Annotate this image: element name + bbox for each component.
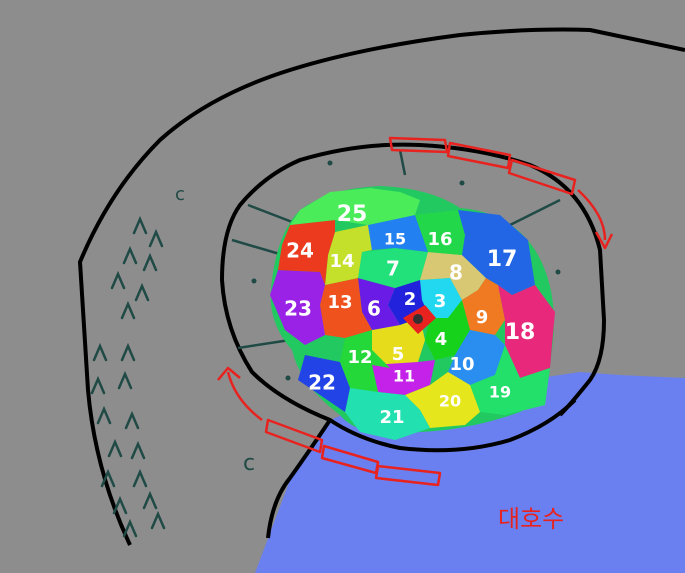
rotation-arrows — [217, 136, 614, 487]
marking-4 — [142, 252, 158, 272]
marking-17 — [132, 468, 148, 488]
cell-14 — [325, 225, 372, 285]
cell-23 — [270, 270, 325, 345]
cell-22 — [298, 355, 350, 412]
outer-ring-markings — [90, 215, 166, 538]
cell-label-20: 20 — [439, 392, 461, 411]
marking-19 — [142, 490, 158, 510]
cell-label-12: 12 — [347, 347, 372, 368]
cell-label-23: 23 — [284, 297, 312, 321]
inner-wall — [328, 398, 577, 453]
marking-18 — [112, 495, 128, 515]
ring-spokes — [231, 149, 561, 350]
cell-12 — [340, 330, 390, 392]
cell-label-7: 7 — [386, 257, 400, 281]
cell-label-14: 14 — [329, 251, 354, 272]
cell-label-9: 9 — [476, 307, 489, 328]
marking-9 — [120, 342, 136, 362]
cell-4 — [425, 300, 470, 360]
marking-21 — [150, 510, 166, 530]
marking-1 — [132, 215, 148, 235]
cell-label-24: 24 — [286, 239, 314, 263]
cell-label-4: 4 — [435, 329, 448, 350]
marking-3 — [122, 245, 138, 265]
center-marker — [403, 305, 436, 334]
cell-label-19: 19 — [489, 383, 511, 402]
cell-17 — [458, 210, 535, 295]
cell-24 — [278, 220, 335, 285]
cell-label-10: 10 — [449, 354, 474, 375]
left-mark-lower: c — [243, 451, 255, 476]
outer-wall — [78, 27, 685, 546]
cell-label-13: 13 — [327, 292, 352, 313]
cell-6 — [358, 278, 400, 330]
cell-10 — [448, 330, 505, 385]
cell-3 — [420, 278, 462, 318]
cell-18 — [498, 285, 555, 378]
marking-7 — [120, 300, 136, 320]
cell-label-3: 3 — [434, 291, 447, 312]
cell-20 — [405, 372, 480, 428]
cell-label-22: 22 — [308, 371, 336, 395]
district-cells — [270, 186, 555, 440]
marking-10 — [90, 375, 106, 395]
cell-label-18: 18 — [505, 320, 536, 345]
lake-label: 대호수 — [498, 505, 564, 533]
cell-label-6: 6 — [367, 297, 381, 321]
marking-8 — [92, 342, 108, 362]
ring-dots — [251, 160, 561, 381]
marking-16 — [100, 468, 116, 488]
left-mark-upper: c — [175, 184, 185, 205]
marking-11 — [117, 370, 133, 390]
cell-5 — [372, 318, 425, 368]
marking-5 — [110, 270, 126, 290]
marking-6 — [134, 282, 150, 302]
cell-8 — [420, 252, 486, 300]
cell-25 — [290, 188, 420, 225]
marking-15 — [130, 440, 146, 460]
cell-7 — [358, 248, 428, 288]
cell-label-16: 16 — [427, 229, 452, 250]
cell-label-25: 25 — [337, 202, 368, 227]
cell-16 — [415, 210, 465, 255]
marking-13 — [124, 410, 140, 430]
cell-label-11: 11 — [393, 367, 415, 386]
cell-21 — [345, 388, 430, 440]
cell-19 — [470, 345, 550, 415]
cell-label-5: 5 — [392, 344, 405, 365]
marking-20 — [122, 518, 138, 538]
cell-label-17: 17 — [487, 247, 518, 272]
cell-15 — [368, 215, 428, 252]
cell-label-2: 2 — [404, 289, 417, 310]
cell-11 — [372, 360, 435, 395]
cell-13 — [320, 278, 372, 338]
cell-label-15: 15 — [384, 230, 406, 249]
cell-label-21: 21 — [379, 407, 404, 428]
marking-12 — [96, 405, 112, 425]
cell-9 — [462, 278, 505, 335]
marking-14 — [107, 438, 123, 458]
marking-2 — [148, 228, 164, 248]
cell-label-8: 8 — [449, 261, 463, 285]
